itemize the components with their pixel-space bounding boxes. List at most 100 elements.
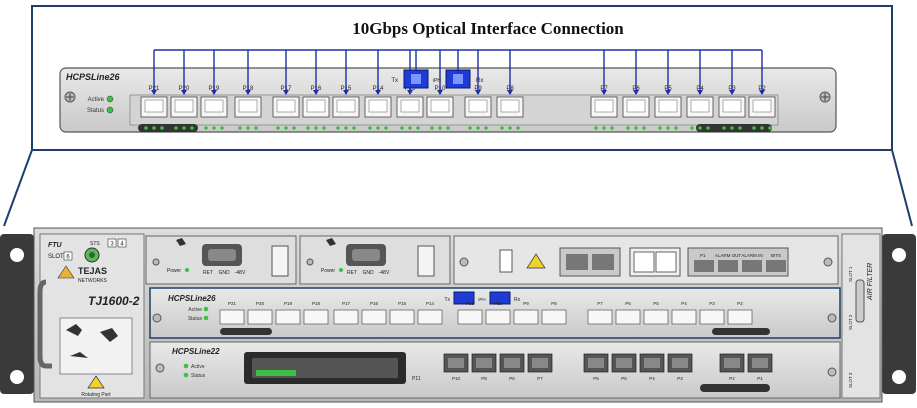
power-unit-2-switch[interactable] — [417, 245, 435, 277]
mid-card-port-p3: P3 — [699, 301, 725, 325]
zoom-port-led — [160, 126, 164, 130]
zoom-port-led — [674, 126, 678, 130]
mid-card-port-p13: P13 — [457, 301, 483, 325]
zoom-port-led — [152, 126, 156, 130]
control-card-alarm-in-label: ALARM IN — [741, 253, 762, 258]
zoom-card: HCPSLine26 Active Status P21P20P19P18P17… — [59, 49, 837, 133]
mid-card-port-label-p19: P19 — [284, 301, 293, 306]
side-panel-handle[interactable] — [855, 279, 865, 323]
bottom-card-port-label-p8: P8 — [481, 376, 487, 381]
mid-card-port-label-p18: P18 — [312, 301, 321, 306]
mid-card-port-label-p8: P8 — [551, 301, 557, 306]
mid-card-port-p15: P15 — [389, 301, 415, 325]
bottom-card-port-label-p5: P5 — [621, 376, 627, 381]
optical-link-arrow-icon — [697, 90, 703, 95]
mid-card-port-label-p16: P16 — [370, 301, 379, 306]
optical-link-arrow-icon — [729, 90, 735, 95]
power-unit-2-warning-icon — [326, 238, 336, 246]
zoom-port-led — [508, 126, 512, 130]
control-card-bits-label: BITS — [771, 253, 781, 258]
mid-card-iph-label: iPH — [478, 297, 485, 302]
zoom-port-led — [352, 126, 356, 130]
side-slot-label-3: SLOT 3 — [848, 372, 853, 388]
power-unit-2-ret-label: RET — [347, 270, 357, 276]
mid-card-port-label-p6: P6 — [625, 301, 631, 306]
control-card-sfp-group — [629, 247, 681, 277]
rack-hole-right-top — [892, 248, 906, 262]
zoom-port-p8: P8 — [496, 86, 524, 118]
mid-card-port-label-p21: P21 — [228, 301, 237, 306]
power-unit-2-gnd-label: GND — [362, 270, 374, 276]
mid-card-port-p9: P9 — [513, 301, 539, 325]
zoom-iph-label: iPH — [433, 78, 441, 84]
mid-card-rx-label: Rx — [514, 297, 521, 303]
zoom-port-led — [174, 126, 178, 130]
mid-card-led-status — [203, 315, 209, 321]
zoom-port-led — [666, 126, 670, 130]
zoom-port-led — [246, 126, 250, 130]
mid-card-port-label-p3: P3 — [709, 301, 715, 306]
side-slot-label-2: SLOT 2 — [848, 314, 853, 330]
diagram-title: 10Gbps Optical Interface Connection — [352, 19, 624, 38]
zoom-tx-label: Tx — [391, 78, 398, 84]
ftu-slot-label: SLOT — [48, 254, 64, 260]
optical-link-arrow-icon — [633, 90, 639, 95]
mid-card-port-p17: P17 — [333, 301, 359, 325]
mid-card-port-p21: P21 — [219, 301, 245, 325]
zoom-port-p4: P4 — [686, 86, 714, 118]
bottom-card-led-status-label: Status — [191, 373, 206, 379]
ftu-handle[interactable] — [37, 279, 52, 369]
bottom-card-latch-right — [700, 384, 770, 392]
power-unit-1-screw-icon — [152, 258, 160, 266]
mid-card-port-label-p13: P13 — [466, 301, 475, 306]
laser-warning-icon — [526, 253, 546, 269]
power-unit-2-power-label: Power — [321, 268, 336, 274]
zoom-latch-right — [696, 124, 772, 132]
bottom-card-led-active — [183, 363, 189, 369]
zoom-port-led — [610, 126, 614, 130]
hand-warning-icon — [66, 324, 82, 336]
bottom-card-port-p5: P5 — [611, 353, 637, 381]
chassis: FTU SLOT 6 STS 3 4 TEJAS NETWORKS TJ1600… — [0, 227, 916, 403]
zoom-port-led — [220, 126, 224, 130]
zoom-screw-left-icon — [64, 91, 76, 103]
optical-link-arrow-icon — [507, 90, 513, 95]
control-card-screw-right-icon — [823, 257, 833, 267]
zoom-port-led — [284, 126, 288, 130]
warning-label-panel — [59, 317, 133, 375]
zoom-led-active — [106, 95, 114, 103]
zoom-port-led — [430, 126, 434, 130]
power-unit-1-switch[interactable] — [271, 245, 289, 277]
rack-hole-right-bottom — [892, 370, 906, 384]
bottom-card-port-p6: P6 — [499, 353, 525, 381]
mid-card-port-label-p9: P9 — [523, 301, 529, 306]
optical-link-arrow-icon — [211, 90, 217, 95]
bottom-card-port-label-p6: P6 — [593, 376, 599, 381]
zoom-port-led — [336, 126, 340, 130]
power-unit-2-dsub-connector — [346, 244, 386, 266]
zoom-port-led — [516, 126, 520, 130]
zoom-port-led — [468, 126, 472, 130]
bottom-card-screw-right-icon — [827, 367, 837, 377]
slot-num-box-4 — [117, 238, 127, 248]
power-unit-1-gnd-label: GND — [218, 270, 230, 276]
mid-card-port-p18: P18 — [303, 301, 329, 325]
fan-warning-icon — [100, 328, 118, 342]
zoom-port-led — [706, 126, 710, 130]
zoom-port-p10: P10 — [426, 86, 454, 118]
bottom-card-port-p8: P8 — [471, 353, 497, 381]
power-unit-2-led — [339, 268, 343, 272]
power-unit-1-48v-label: -48V — [235, 270, 246, 276]
bottom-card-port-p2: P2 — [719, 353, 745, 381]
zoom-port-led — [768, 126, 772, 130]
bottom-card-port-label-p6: P6 — [509, 376, 515, 381]
zoom-port-led — [314, 126, 318, 130]
optical-link-arrow-icon — [151, 90, 157, 95]
bottom-card-port-label-p2: P2 — [729, 376, 735, 381]
mid-card-port-p20: P20 — [247, 301, 273, 325]
bottom-card-port-p7: P7 — [527, 353, 553, 381]
power-unit-1-warning-icon — [176, 238, 186, 246]
control-card-alarm-group — [687, 247, 789, 277]
model-name: TJ1600-2 — [88, 294, 140, 308]
